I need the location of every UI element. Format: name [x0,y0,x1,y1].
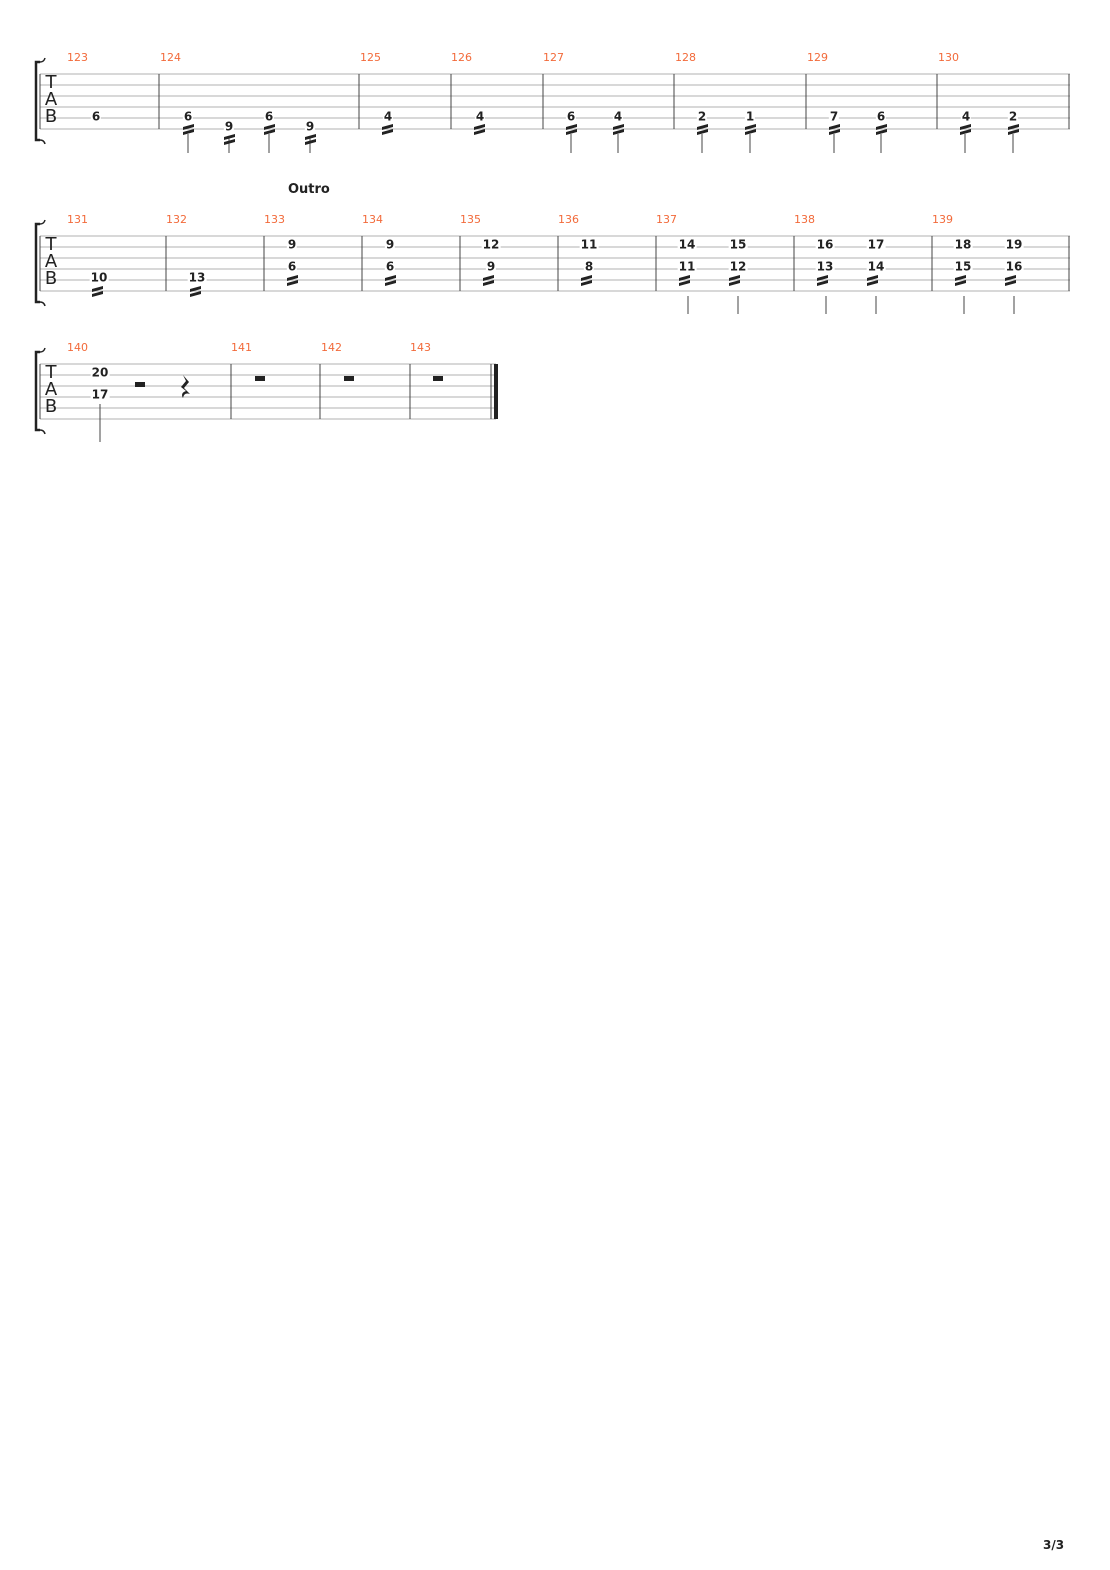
fret-number: 17 [866,237,886,252]
fret-number: 20 [90,365,110,380]
tab-clef-b: B [44,268,58,289]
measure-number: 133 [264,213,285,226]
measure-number: 132 [166,213,187,226]
measure-number: 134 [362,213,383,226]
measure-number: 127 [543,51,564,64]
measure-number: 138 [794,213,815,226]
section-label-outro: Outro [288,182,330,197]
fret-number: 18 [953,237,973,252]
tab-clef-t: T [45,234,57,255]
measure-number: 125 [360,51,381,64]
measure-number: 131 [67,213,88,226]
fret-number: 13 [815,259,835,274]
tab-clef-a: A [44,379,58,400]
measure-number: 130 [938,51,959,64]
fret-number: 14 [866,259,886,274]
measure-number: 124 [160,51,181,64]
system-bracket [34,60,40,142]
measure-number: 137 [656,213,677,226]
fret-number: 6 [90,109,102,124]
fret-number: 17 [90,387,110,402]
fret-number: 2 [696,109,708,124]
fret-number: 9 [485,259,497,274]
fret-number: 1 [744,109,756,124]
fret-number: 12 [481,237,501,252]
quarter-rest [181,375,190,398]
fret-number: 11 [677,259,697,274]
fret-number: 7 [828,109,840,124]
fret-number: 6 [565,109,577,124]
whole-rest [344,376,354,381]
fret-number: 6 [182,109,194,124]
fret-number: 15 [953,259,973,274]
fret-number: 6 [263,109,275,124]
fret-number: 2 [1007,109,1019,124]
measure-number: 139 [932,213,953,226]
tab-clef-b: B [44,106,58,127]
measure-number: 143 [410,341,431,354]
tab-clef-t: T [45,362,57,383]
fret-number: 4 [960,109,972,124]
fret-number: 9 [223,119,235,134]
staff-lines-system-1 [34,57,1070,153]
whole-rest [255,376,265,381]
fret-number: 13 [187,270,207,285]
fret-number: 4 [382,109,394,124]
tremolo-marks [92,275,1016,297]
fret-number: 10 [89,270,109,285]
fret-number: 11 [579,237,599,252]
measure-number: 135 [460,213,481,226]
fret-number: 15 [728,237,748,252]
page-number: 3/3 [1043,1538,1065,1552]
staff-lines-system-2 [34,219,1070,314]
fret-number: 19 [1004,237,1024,252]
final-barline [494,364,498,419]
fret-number: 9 [384,237,396,252]
tab-clef-b: B [44,396,58,417]
fret-number: 12 [728,259,748,274]
measure-number: 129 [807,51,828,64]
tab-clef-a: A [44,251,58,272]
measure-number: 126 [451,51,472,64]
fret-number: 14 [677,237,697,252]
fret-number: 6 [384,259,396,274]
half-rest [135,382,145,387]
fret-number: 6 [875,109,887,124]
fret-number: 4 [612,109,624,124]
measure-number: 141 [231,341,252,354]
whole-rest [433,376,443,381]
fret-number: 4 [474,109,486,124]
system-bracket [34,350,40,432]
fret-number: 9 [286,237,298,252]
fret-number: 9 [304,119,316,134]
tremolo-marks [183,124,1019,145]
system-bracket [34,222,40,304]
measure-number: 128 [675,51,696,64]
fret-number: 8 [583,259,595,274]
tab-clef-a: A [44,89,58,110]
tab-clef-t: T [45,72,57,93]
measure-number: 142 [321,341,342,354]
fret-number: 16 [1004,259,1024,274]
fret-number: 6 [286,259,298,274]
measure-number: 140 [67,341,88,354]
fret-number: 16 [815,237,835,252]
measure-number: 136 [558,213,579,226]
measure-number: 123 [67,51,88,64]
staff-lines-system-3 [34,347,498,442]
